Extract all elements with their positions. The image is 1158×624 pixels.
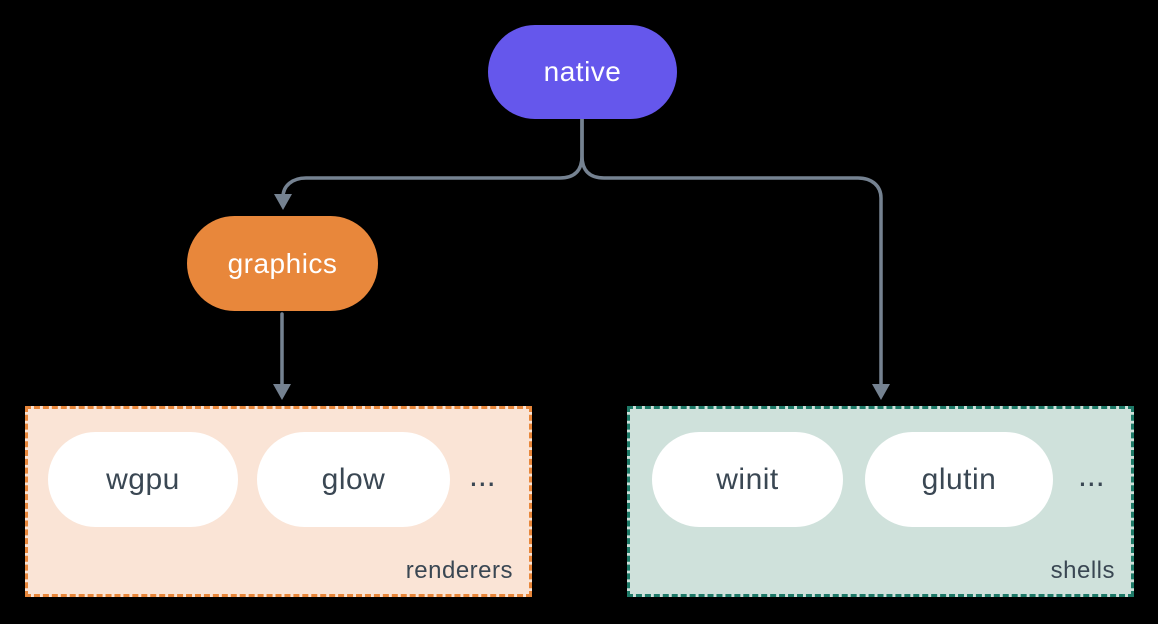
node-native: native (488, 25, 677, 119)
node-graphics-label: graphics (227, 247, 338, 279)
node-wgpu: wgpu (48, 432, 238, 527)
node-glow: glow (257, 432, 450, 527)
node-winit-label: winit (716, 462, 779, 496)
node-glow-label: glow (321, 462, 386, 496)
shells-group-label: shells (1050, 557, 1115, 585)
renderers-group-label: renderers (405, 557, 513, 585)
node-glutin-label: glutin (921, 462, 997, 496)
group-renderers: wgpu glow ... renderers (25, 406, 532, 597)
renderers-ellipsis: ... (469, 457, 496, 493)
edge-native-to-shells (580, 117, 883, 388)
arrowhead-shells (872, 384, 890, 400)
shells-ellipsis: ... (1078, 457, 1105, 493)
node-winit: winit (652, 432, 843, 527)
node-native-label: native (543, 56, 622, 87)
group-shells: winit glutin ... shells (627, 406, 1134, 597)
arrowhead-graphics (274, 194, 292, 210)
edge-native-to-graphics (281, 117, 584, 199)
node-wgpu-label: wgpu (106, 462, 180, 496)
node-glutin: glutin (865, 432, 1053, 527)
node-graphics: graphics (187, 216, 378, 311)
arrowhead-renderers (273, 384, 291, 400)
